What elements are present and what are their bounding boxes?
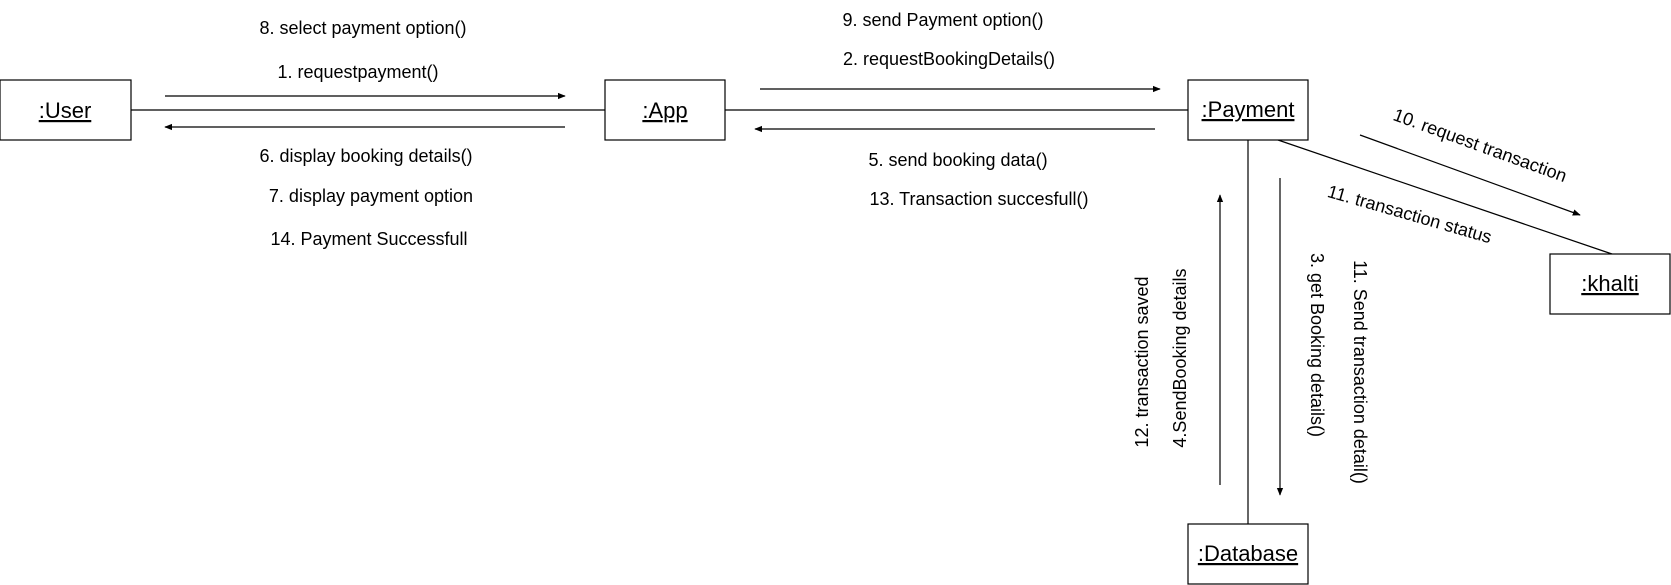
object-payment[interactable]: :Payment bbox=[1187, 79, 1309, 141]
object-database[interactable]: :Database bbox=[1187, 523, 1309, 585]
object-user-label: :User bbox=[39, 98, 92, 123]
msg-request-payment: 1. requestpayment() bbox=[277, 62, 438, 82]
msg-send-booking-data: 5. send booking data() bbox=[868, 150, 1047, 170]
msg-display-payment-option: 7. display payment option bbox=[269, 186, 473, 206]
object-app[interactable]: :App bbox=[604, 79, 726, 141]
object-database-label: :Database bbox=[1198, 541, 1298, 566]
object-app-label: :App bbox=[642, 98, 687, 123]
msg-get-booking-details: 3. get Booking details() bbox=[1307, 253, 1327, 437]
msg-display-booking-details: 6. display booking details() bbox=[259, 146, 472, 166]
msg-send-transaction-detail: 11. Send transaction detail() bbox=[1350, 260, 1370, 484]
msg-request-transaction: 10. request transaction bbox=[1391, 105, 1570, 186]
msg-select-payment-option: 8. select payment option() bbox=[259, 18, 466, 38]
msg-payment-successfull: 14. Payment Successfull bbox=[270, 229, 467, 249]
object-khalti[interactable]: :khalti bbox=[1549, 253, 1671, 315]
msg-transaction-succesfull: 13. Transaction succesfull() bbox=[869, 189, 1088, 209]
link-payment-khalti bbox=[1277, 139, 1613, 255]
object-khalti-label: :khalti bbox=[1581, 271, 1638, 296]
msg-send-payment-option: 9. send Payment option() bbox=[842, 10, 1043, 30]
msg-transaction-status: 11. transaction status bbox=[1325, 181, 1494, 247]
object-payment-label: :Payment bbox=[1202, 97, 1295, 122]
arrow-payment-to-khalti bbox=[1359, 134, 1581, 216]
msg-send-booking-details: 4.SendBooking details bbox=[1170, 268, 1190, 447]
msg-request-booking-details: 2. requestBookingDetails() bbox=[843, 49, 1055, 69]
object-user[interactable]: :User bbox=[0, 79, 132, 141]
msg-transaction-saved: 12. transaction saved bbox=[1132, 276, 1152, 447]
